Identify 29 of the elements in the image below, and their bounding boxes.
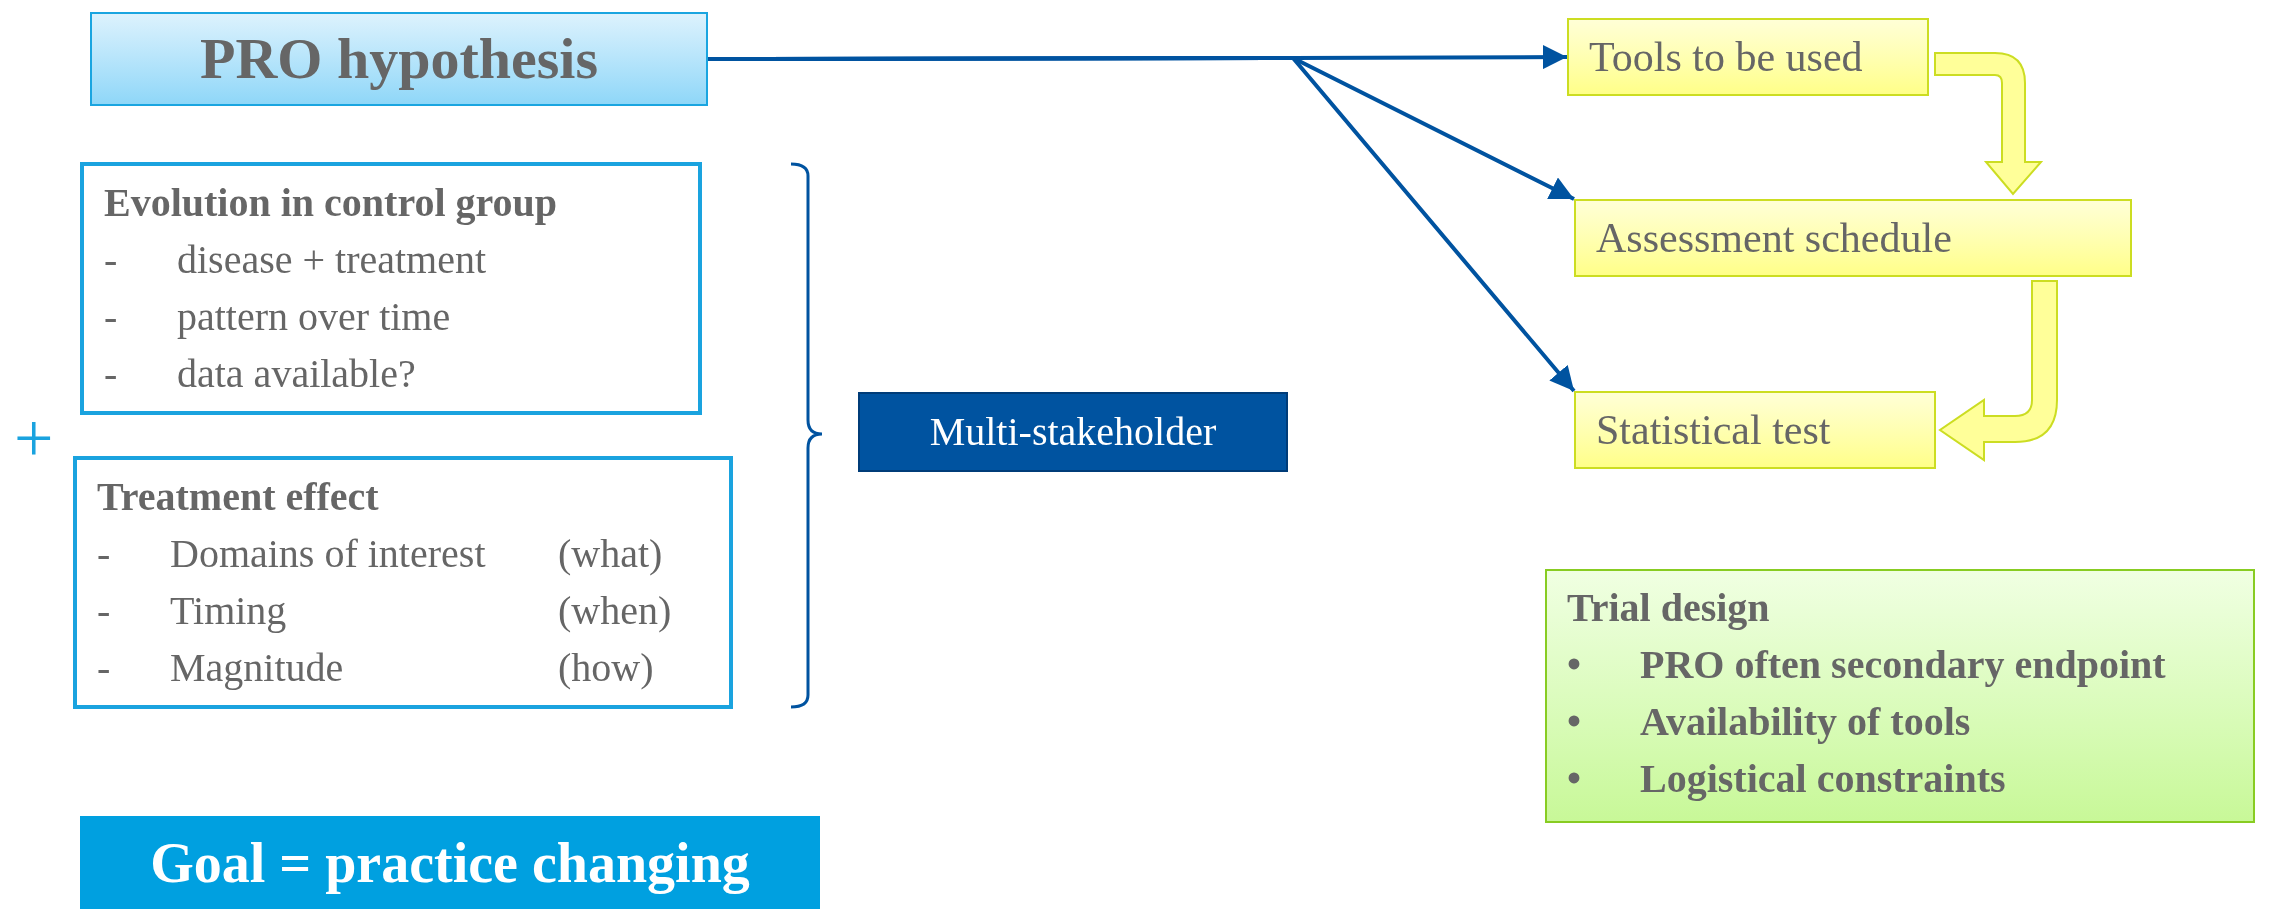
- list-item: - data available?: [104, 350, 417, 398]
- step-label: Statistical test: [1596, 409, 1831, 451]
- hypothesis-box: [90, 12, 708, 106]
- heading: Evolution in control group: [104, 179, 559, 227]
- topic-box: [80, 162, 702, 415]
- trial-design-box: [1545, 569, 2255, 823]
- label: Multi-stakeholder: [929, 412, 1217, 452]
- list-item: - Domains of interest (what): [97, 530, 664, 578]
- step-label: Assessment schedule: [1596, 217, 1952, 259]
- step-box: [1574, 391, 1936, 469]
- plus-sign: +: [14, 404, 54, 474]
- goal-banner: [80, 816, 820, 909]
- step-box: [1574, 199, 2132, 277]
- list-item: - pattern over time: [104, 293, 452, 341]
- step-box: [1567, 18, 1929, 96]
- curved-block-arrow: [1939, 280, 2058, 461]
- list-item: • Availability of tools: [1567, 698, 1972, 746]
- heading: Treatment effect: [97, 473, 380, 521]
- stakeholder-box: [858, 392, 1288, 472]
- list-item: - Magnitude (how): [97, 644, 655, 692]
- list-item: - disease + treatment: [104, 236, 488, 284]
- step-label: Tools to be used: [1589, 36, 1863, 78]
- list-item: • PRO often secondary endpoint: [1567, 641, 2167, 689]
- topic-box: [73, 456, 733, 709]
- heading: PRO hypothesis: [200, 30, 598, 88]
- heading: Trial design: [1567, 584, 1771, 632]
- curved-block-arrow: [1934, 52, 2042, 195]
- list-item: - Timing (when): [97, 587, 673, 635]
- list-item: • Logistical constraints: [1567, 755, 2007, 803]
